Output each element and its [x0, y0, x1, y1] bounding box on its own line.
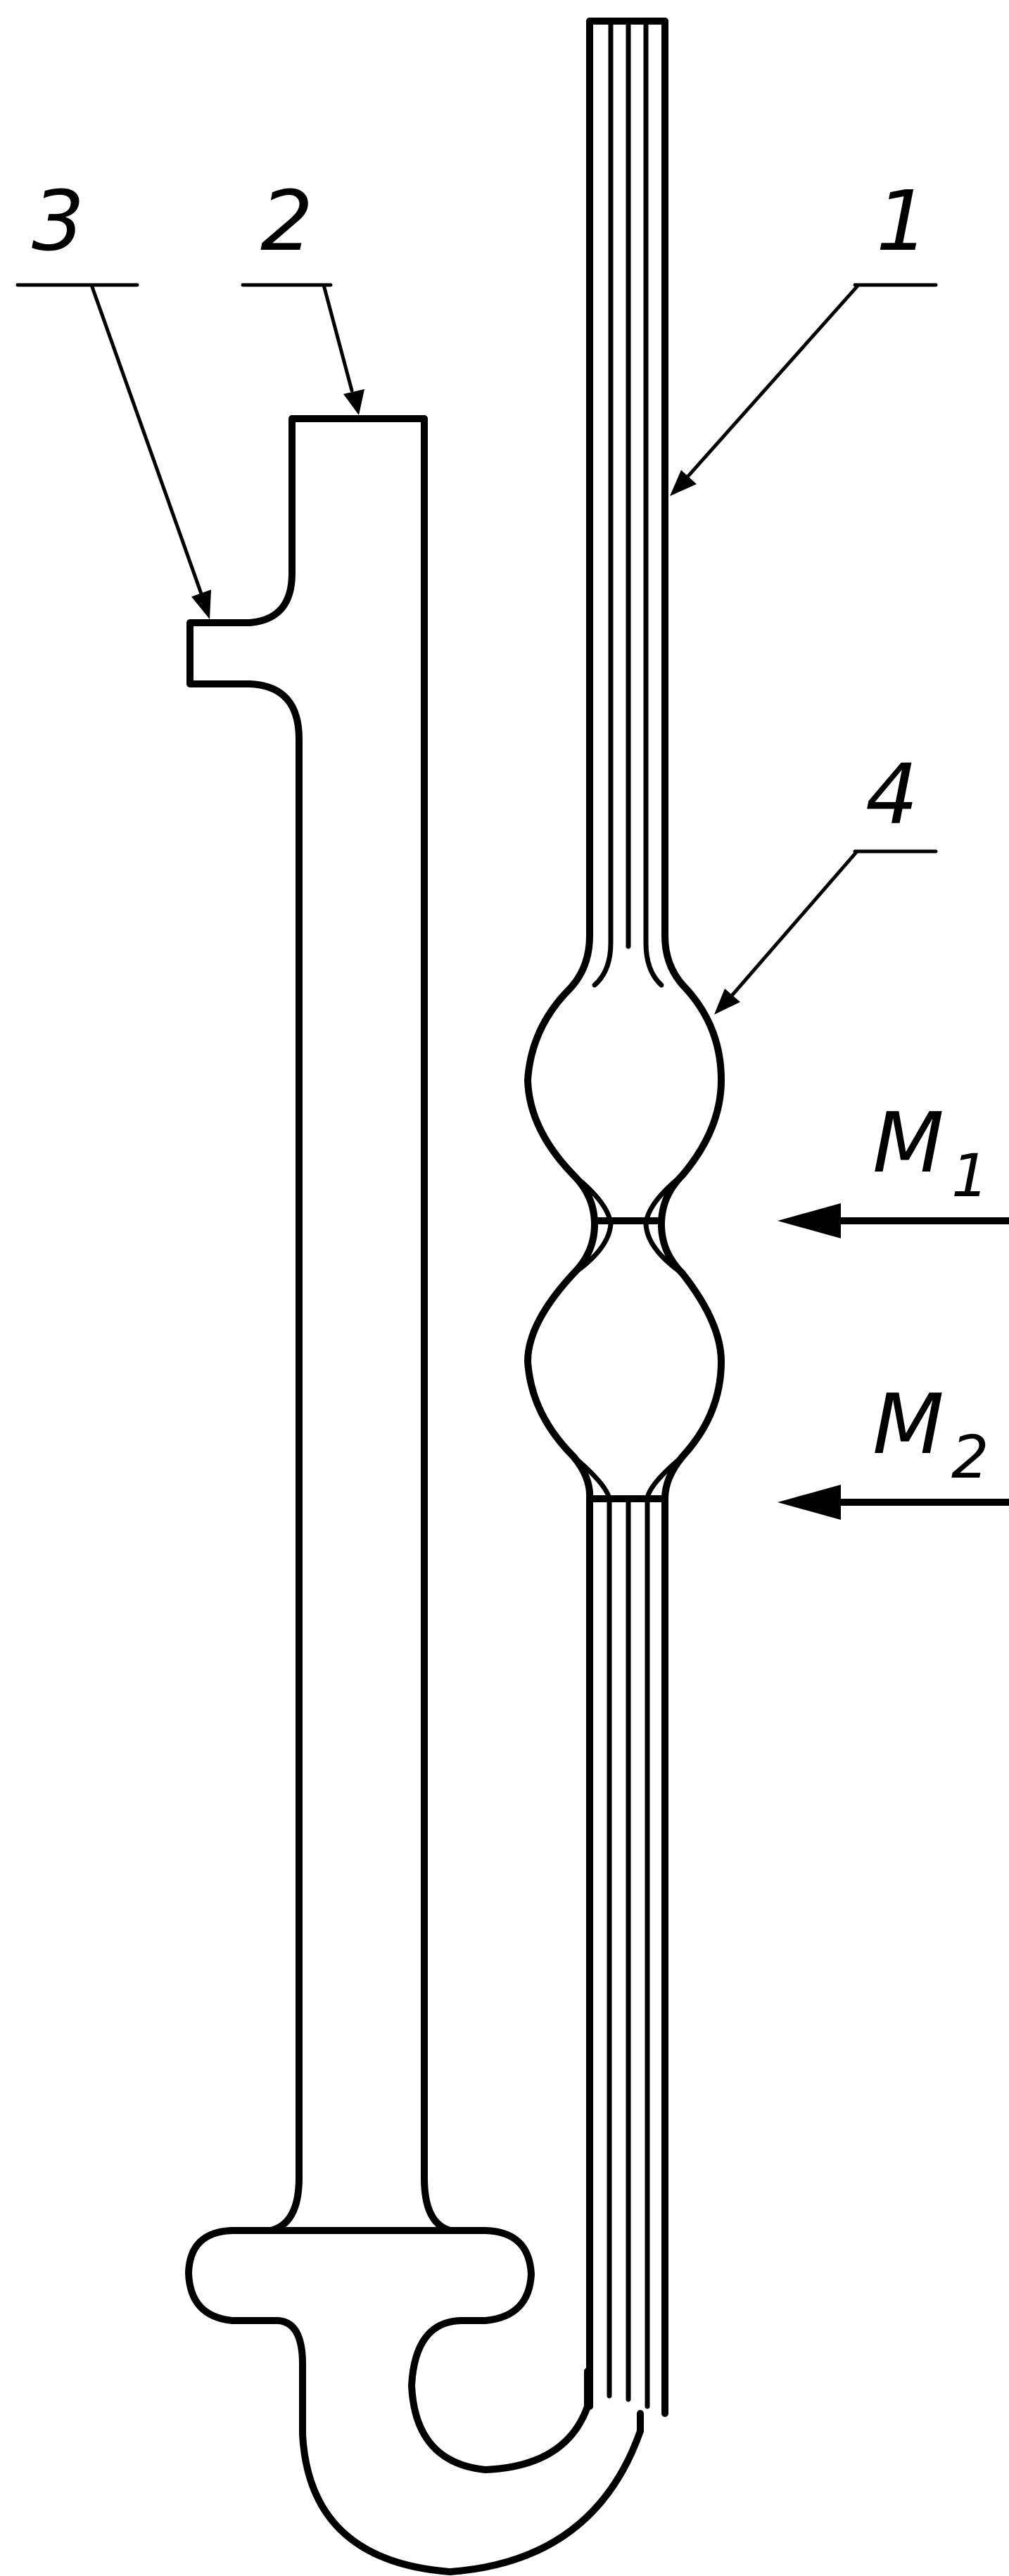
u-bend-inner [408, 2317, 591, 2473]
label-m1: M [872, 1094, 944, 1191]
label-m1-subscript: 1 [951, 1141, 989, 1210]
wide-tube-left-wall [185, 415, 644, 2575]
leader-3 [89, 283, 206, 604]
label-m2-subscript: 2 [951, 1423, 989, 1492]
leader-3-arrowhead [191, 590, 211, 619]
mark-arrows [778, 1203, 1009, 1520]
capillary-outer-right [658, 18, 725, 2417]
leader-1 [684, 283, 861, 481]
capillary-tube [524, 18, 725, 2417]
label-3: 3 [32, 172, 84, 269]
m1-arrowhead [778, 1203, 841, 1238]
leader-1-arrowhead [670, 470, 697, 496]
label-2: 2 [260, 172, 313, 269]
capillary-inner-line-1 [592, 18, 614, 988]
label-1: 1 [876, 172, 929, 269]
leaders [15, 283, 938, 1015]
leader-2-arrowhead [343, 389, 364, 415]
capillary-inner-line-3 [643, 18, 664, 988]
m2-arrowhead [778, 1485, 841, 1520]
leader-4-arrowhead [714, 989, 740, 1015]
wide-tube-right-wall [421, 415, 535, 2324]
labels: 3 2 1 4 M 1 M 2 [32, 172, 989, 1492]
label-4: 4 [865, 746, 918, 843]
leader-2 [322, 283, 354, 393]
wide-tube [185, 415, 644, 2575]
capillary-outer-left [524, 18, 598, 2410]
label-m2: M [872, 1376, 944, 1473]
leader-4 [730, 849, 859, 998]
